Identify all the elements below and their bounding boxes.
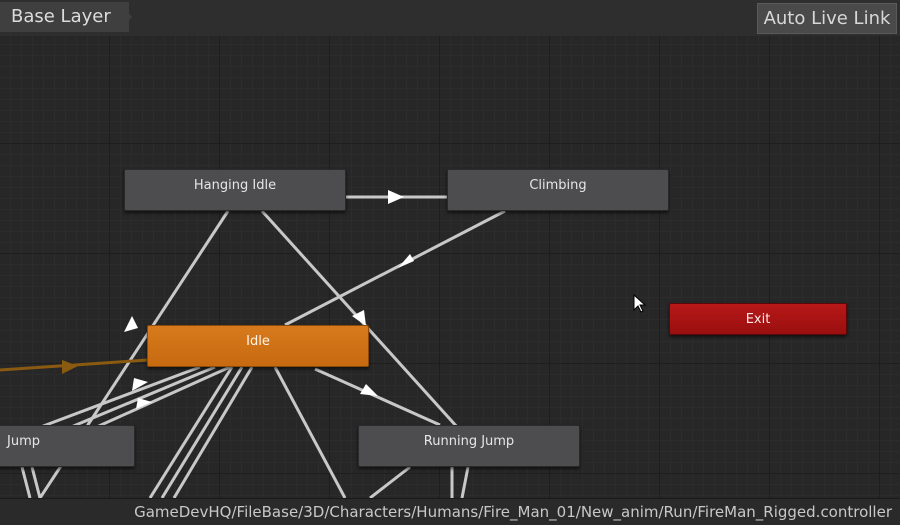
transition-running-jump-to-idle <box>314 367 441 427</box>
auto-live-link-button[interactable]: Auto Live Link <box>757 3 897 34</box>
entry-arrow <box>62 360 78 374</box>
transition-arrow <box>360 384 378 396</box>
animator-graph[interactable]: Hanging Idle Climbing Idle Exit Jump Run… <box>0 36 900 498</box>
mouse-pointer-icon <box>633 294 647 313</box>
transition-idle-down-a <box>148 366 234 498</box>
toolbar: Base Layer Auto Live Link <box>0 0 900 37</box>
transition-idle-down-d <box>273 366 347 498</box>
state-idle[interactable]: Idle <box>147 325 369 367</box>
controller-path: GameDevHQ/FileBase/3D/Characters/Humans/… <box>134 503 892 521</box>
transition-arrow <box>136 398 152 409</box>
transition-idle-down-c <box>172 366 254 498</box>
breadcrumb-arrow <box>118 2 132 32</box>
transition-arrow <box>352 310 366 326</box>
transition-running-jump-down-c <box>369 465 411 498</box>
transition-running-jump-down-b <box>460 466 470 498</box>
transition-arrow <box>388 190 404 204</box>
breadcrumb-base-layer[interactable]: Base Layer <box>0 2 129 32</box>
transition-jump-down-b <box>30 466 42 498</box>
transition-arrow <box>132 378 148 391</box>
state-exit[interactable]: Exit <box>669 303 847 335</box>
transition-idle-down-b <box>160 366 244 498</box>
state-running-jump[interactable]: Running Jump <box>358 425 580 467</box>
transition-climbing-to-idle <box>284 209 506 327</box>
transition-jump-down-a <box>20 466 32 498</box>
state-hanging-idle[interactable]: Hanging Idle <box>124 169 346 211</box>
transition-arrow <box>124 316 138 332</box>
state-jump[interactable]: Jump <box>0 425 135 467</box>
status-bar: GameDevHQ/FileBase/3D/Characters/Humans/… <box>0 498 900 525</box>
transition-wires <box>0 190 506 498</box>
transition-idle-to-jump-a <box>29 365 201 433</box>
transition-arrow <box>398 254 414 268</box>
state-climbing[interactable]: Climbing <box>447 169 669 211</box>
